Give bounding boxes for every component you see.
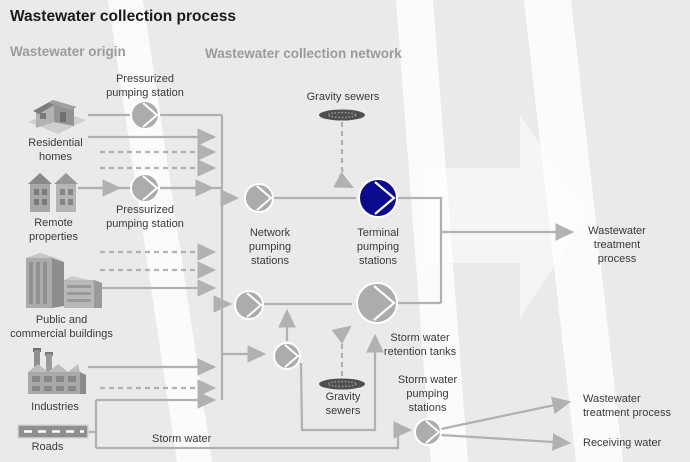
page-title: Wastewater collection process	[10, 8, 236, 25]
label-public-commercial: Public and commercial buildings	[10, 314, 113, 340]
big-flow-arrow	[425, 115, 588, 318]
label-roads: Roads	[31, 441, 64, 453]
label-gravity-sewers-top: Gravity sewers	[306, 91, 380, 103]
label-gravity-sewers-bottom: Gravity sewers	[325, 391, 361, 417]
label-storm-pumping-stations: Storm water pumping stations	[397, 374, 458, 414]
label-pressurized-station-1: Pressurized pumping station	[106, 73, 184, 99]
network-pump-3-icon	[273, 342, 301, 370]
residential-homes-icon	[28, 100, 86, 134]
terminal-pump-icon	[358, 178, 398, 218]
label-treatment-process-storm: Wastewater treatment process	[583, 393, 672, 419]
public-commercial-buildings-icon	[26, 253, 102, 308]
label-treatment-process-main: Wastewater treatment process	[588, 225, 646, 265]
label-industries: Industries	[31, 401, 79, 413]
label-terminal-pumping-stations: Terminal pumping stations	[356, 227, 400, 267]
gravity-sewer-top-icon	[319, 109, 365, 121]
label-network-pumping-stations: Network pumping stations	[248, 227, 292, 267]
industries-icon	[28, 348, 86, 394]
section-header-origin: Wastewater origin	[10, 44, 126, 59]
network-pump-1-icon	[244, 183, 274, 213]
label-storm-water: Storm water	[152, 433, 212, 445]
pressurized-pump-1-icon	[130, 100, 160, 130]
label-pressurized-station-2: Pressurized pumping station	[106, 204, 184, 230]
gravity-sewer-bottom-icon	[319, 378, 365, 390]
storm-water-pump-icon	[414, 418, 442, 446]
label-residential-homes: Residential homes	[28, 137, 83, 163]
solid-arrows	[78, 128, 575, 451]
label-remote-properties: Remote properties	[29, 217, 78, 243]
pressurized-pump-2-icon	[130, 173, 160, 203]
section-header-network: Wastewater collection network	[205, 46, 402, 61]
network-pump-2-icon	[234, 290, 264, 320]
remote-properties-icon	[28, 173, 78, 212]
roads-icon	[17, 424, 89, 439]
label-storm-retention-tanks: Storm water retention tanks	[383, 332, 457, 358]
dashed-arrows	[100, 122, 354, 397]
retention-tank-pump-icon	[356, 282, 398, 324]
pump-icons	[130, 100, 442, 446]
label-receiving-water: Receiving water	[583, 437, 662, 449]
